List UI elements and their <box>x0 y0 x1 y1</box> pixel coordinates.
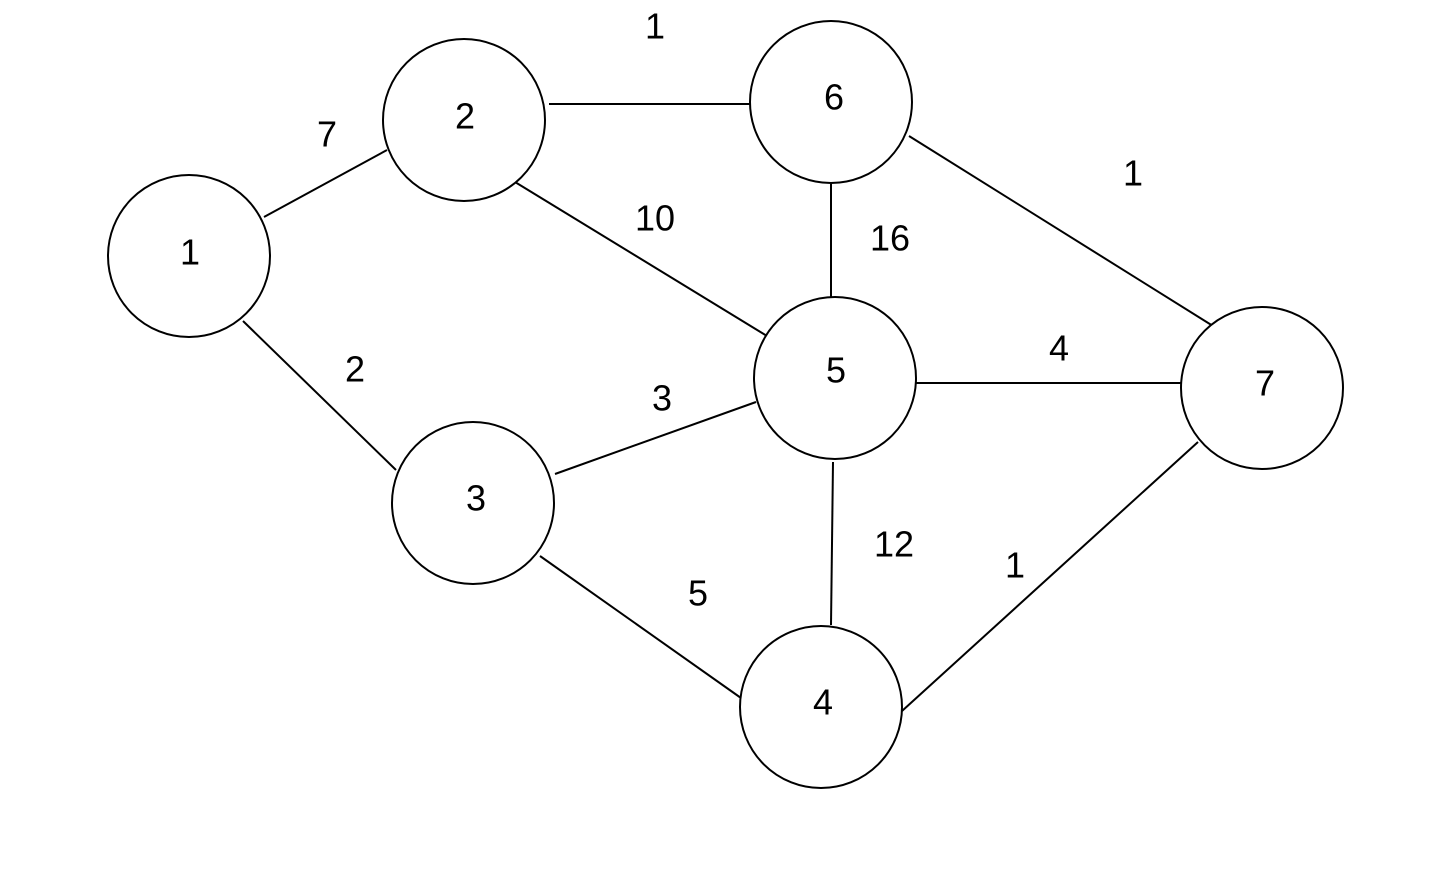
weight-label-4-7: 1 <box>1005 545 1025 586</box>
node-3-label: 3 <box>466 478 486 519</box>
nodes: 1 2 3 4 5 6 7 <box>107 20 1344 789</box>
weight-label-3-5: 3 <box>652 378 672 419</box>
weight-label-5-4: 12 <box>874 524 914 565</box>
edges <box>242 103 1214 712</box>
node-4-label: 4 <box>813 682 833 723</box>
weight-label-2-6: 1 <box>645 6 665 47</box>
weight-label-2-5: 10 <box>635 198 675 239</box>
edge-2-5 <box>514 181 768 337</box>
node-3: 3 <box>391 421 555 585</box>
node-4: 4 <box>739 625 903 789</box>
edge-6-7 <box>908 135 1214 327</box>
edge-4-7 <box>901 441 1199 712</box>
weight-label-5-7: 4 <box>1049 328 1069 369</box>
node-1-label: 1 <box>180 232 200 273</box>
edge-1-3 <box>242 320 397 471</box>
node-2: 2 <box>382 38 546 202</box>
edge-weights: 7 2 1 10 16 1 3 4 5 12 1 <box>317 6 1143 614</box>
node-5-label: 5 <box>826 350 846 391</box>
node-1: 1 <box>107 174 271 338</box>
node-6-label: 6 <box>824 77 844 118</box>
edge-1-2 <box>263 149 388 218</box>
weight-label-3-4: 5 <box>688 573 708 614</box>
node-6: 6 <box>749 20 913 184</box>
weight-label-1-2: 7 <box>317 114 337 155</box>
weight-label-1-3: 2 <box>345 349 365 390</box>
edge-3-4 <box>539 555 742 699</box>
weight-label-6-7: 1 <box>1123 153 1143 194</box>
node-2-label: 2 <box>455 96 475 137</box>
edge-3-5 <box>554 401 757 475</box>
node-7: 7 <box>1180 306 1344 470</box>
node-5: 5 <box>753 296 917 460</box>
edge-5-4 <box>830 461 834 626</box>
node-7-label: 7 <box>1255 363 1275 404</box>
weight-label-6-5: 16 <box>870 218 910 259</box>
